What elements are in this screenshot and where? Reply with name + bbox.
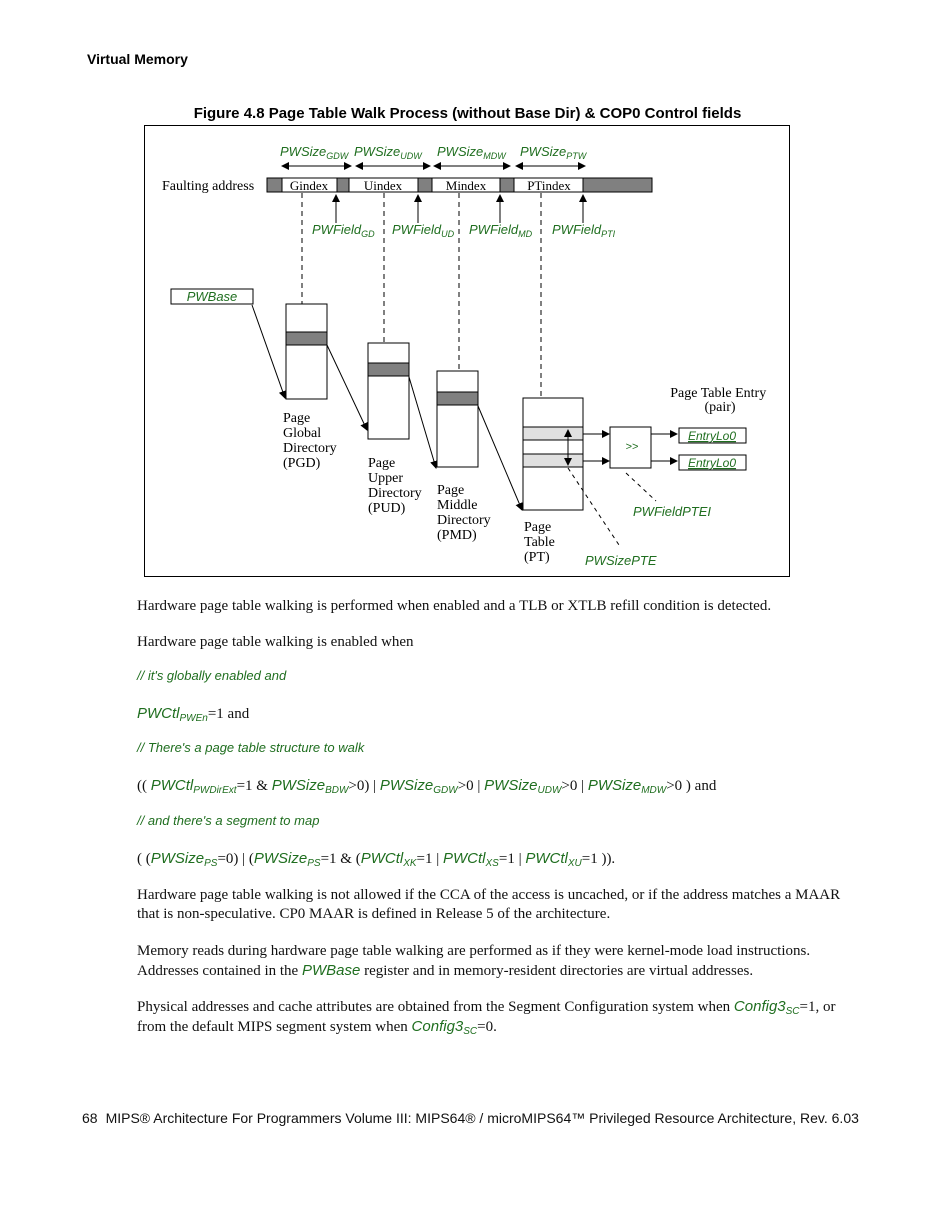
pwfield-ptei-label: PWFieldPTEI (633, 504, 711, 519)
uindex-field (348, 177, 419, 193)
pt-label: Page Table (PT) (524, 520, 558, 565)
figure-border (144, 125, 790, 577)
ptindex-field (513, 177, 584, 193)
comment-3: // and there's a segment to map (137, 813, 320, 828)
pwfield-labels: PWFieldGD PWFieldUD PWFieldMD PWFieldPTI (312, 222, 616, 239)
paragraph-1: Hardware page table walking is performed… (137, 598, 772, 614)
pgd-label: Page Global Directory (PGD) (283, 411, 340, 471)
pwsize-udw-label: PWSizeUDW (354, 144, 423, 161)
paragraph-5: Physical addresses and cache attributes … (137, 998, 836, 1037)
pwsize-ptw-label: PWSizePTW (520, 144, 588, 161)
shift-label: >> (626, 441, 639, 453)
entrylo-label-1: EntryLo0 (688, 429, 736, 443)
pwfield-ud-label: PWFieldUD (392, 222, 455, 239)
pgd-table (285, 303, 328, 400)
paragraph-4: Memory reads during hardware page table … (137, 943, 811, 979)
ptindex-label: PTindex (527, 178, 571, 193)
entrylo-box-2 (678, 454, 747, 471)
paragraph-2: Hardware page table walking is enabled w… (137, 634, 414, 650)
page-table-walk-figure: PWSizeGDW PWSizeUDW PWSizeMDW PWSizePTW … (144, 125, 790, 577)
pte-title: Page Table Entry (pair) (670, 386, 769, 415)
faulting-address-bar: Gindex Uindex Mindex PTindex (266, 177, 653, 193)
faulting-address-label: Faulting address (162, 179, 254, 194)
condition-line-2: (( PWCtlPWDirExt=1 & PWSizeBDW>0) | PWSi… (137, 777, 717, 796)
comment-2: // There's a page table structure to wal… (137, 740, 365, 755)
pwbase-box (170, 288, 254, 305)
pud-table (367, 342, 410, 440)
mindex-label: Mindex (446, 178, 487, 193)
pwsize-pte-label: PWSizePTE (585, 553, 657, 568)
pwfield-gd-label: PWFieldGD (312, 222, 375, 239)
entrylo-label-2: EntryLo0 (688, 456, 736, 470)
section-header: Virtual Memory (87, 51, 188, 67)
condition-line-3: ( (PWSizePS=0) | (PWSizePS=1 & (PWCtlXK=… (137, 850, 616, 869)
page-footer: 68 MIPS® Architecture For Programmers Vol… (82, 1110, 859, 1126)
document-title: MIPS® Architecture For Programmers Volum… (105, 1110, 859, 1126)
paragraph-3: Hardware page table walking is not allow… (137, 887, 841, 922)
pmd-table (436, 370, 479, 468)
figure-caption: Figure 4.8 Page Table Walk Process (with… (193, 105, 742, 122)
pwsize-mdw-label: PWSizeMDW (437, 144, 507, 161)
pwfield-pti-label: PWFieldPTI (552, 222, 616, 239)
condition-line-1: PWCtlPWEn=1 and (137, 705, 250, 724)
pwbase-label: PWBase (187, 289, 238, 304)
shift-box (609, 426, 652, 469)
comment-1: // it's globally enabled and (137, 668, 287, 683)
entrylo-box-1 (678, 427, 747, 444)
gindex-label: Gindex (290, 178, 329, 193)
mindex-field (431, 177, 501, 193)
uindex-label: Uindex (364, 178, 403, 193)
pwfield-md-label: PWFieldMD (469, 222, 533, 239)
pud-label: Page Upper Directory (PUD) (368, 456, 425, 516)
page-number: 68 (82, 1110, 98, 1126)
gindex-field (281, 177, 338, 193)
pwsize-gdw-label: PWSizeGDW (280, 144, 350, 161)
pwsize-labels: PWSizeGDW PWSizeUDW PWSizeMDW PWSizePTW (280, 144, 588, 170)
pmd-label: Page Middle Directory (PMD) (437, 483, 494, 543)
